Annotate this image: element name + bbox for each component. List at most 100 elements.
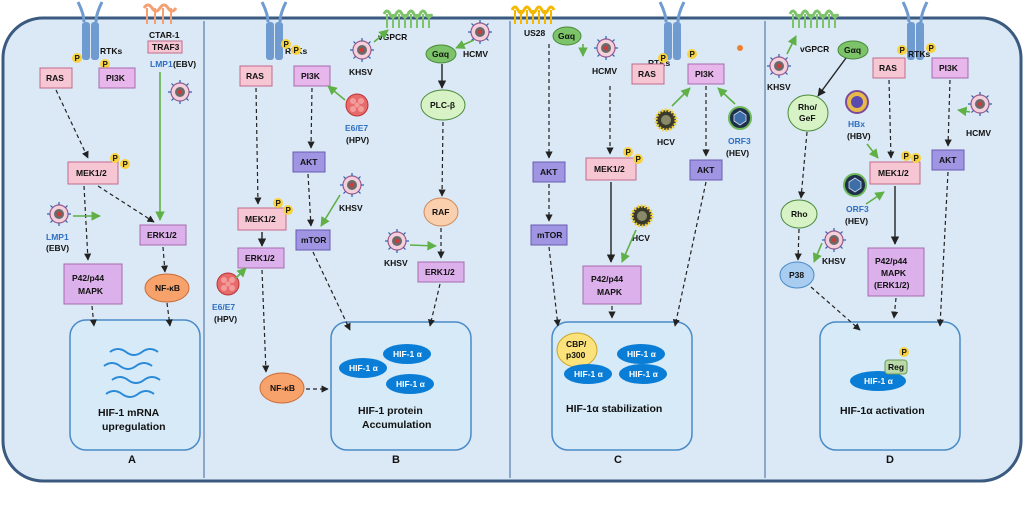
- svg-text:P: P: [914, 154, 920, 163]
- ctar1-label: CTAR-1: [149, 30, 180, 40]
- svg-text:NF-κB: NF-κB: [270, 383, 295, 393]
- traf3-box: [147, 40, 183, 54]
- svg-text:(HPV): (HPV): [346, 135, 369, 145]
- nfkb-node: [259, 372, 305, 404]
- akt-node: [532, 161, 566, 183]
- svg-text:HCV: HCV: [657, 137, 675, 147]
- svg-text:p300: p300: [566, 350, 586, 360]
- svg-text:HCV: HCV: [632, 233, 650, 243]
- nfkb-node: [144, 273, 190, 303]
- svg-text:RTKs: RTKs: [648, 58, 670, 68]
- cell-membrane: [1, 16, 1023, 483]
- gaq-node: [425, 44, 457, 64]
- rtk-receptor: [76, 1, 104, 60]
- svg-text:P: P: [900, 46, 906, 55]
- outcome-b-line2: Accumulation: [362, 419, 431, 431]
- panel-b: RTKs P P RAS PI3K KHSV vGPCR Gαq HCMV E6…: [212, 1, 493, 466]
- pi3k-node: [931, 57, 969, 79]
- svg-text:KHSV: KHSV: [349, 67, 373, 77]
- us28-receptor: [510, 5, 556, 24]
- pi3k-node: [293, 65, 331, 87]
- mapk-node: [867, 247, 925, 297]
- svg-text:P: P: [123, 160, 129, 169]
- rtk-receptor: [658, 1, 686, 60]
- pi3k-node: [687, 63, 725, 85]
- vgpcr-receptor: [382, 9, 434, 28]
- akt-right-node: [689, 159, 723, 181]
- svg-text:vGPCR: vGPCR: [800, 44, 829, 54]
- panel-c-letter: C: [614, 454, 622, 466]
- svg-text:P: P: [902, 348, 908, 357]
- svg-text:AKT: AKT: [300, 157, 318, 167]
- svg-text:ERK1/2: ERK1/2: [425, 267, 455, 277]
- outcome-a-line1: HIF-1 mRNA: [98, 407, 160, 419]
- nucleus-a: [69, 319, 201, 451]
- svg-text:ORF3: ORF3: [846, 204, 869, 214]
- svg-text:Gαq: Gαq: [844, 45, 861, 55]
- svg-text:RAS: RAS: [638, 69, 656, 79]
- svg-text:TRAF3: TRAF3: [152, 42, 180, 52]
- svg-text:P: P: [284, 40, 290, 49]
- svg-text:NF-κB: NF-κB: [155, 283, 180, 293]
- svg-text:(ERK1/2): (ERK1/2): [874, 280, 910, 290]
- svg-text:PI3K: PI3K: [301, 71, 321, 81]
- rho-gef-node: [787, 94, 829, 132]
- svg-text:P: P: [103, 60, 109, 69]
- svg-text:ORF3: ORF3: [728, 136, 751, 146]
- svg-text:MEK1/2: MEK1/2: [594, 164, 625, 174]
- svg-text:vGPCR: vGPCR: [378, 32, 407, 42]
- outcome-c: HIF-1α stabilization: [566, 403, 662, 415]
- svg-text:HCMV: HCMV: [463, 49, 488, 59]
- panel-a-letter: A: [128, 454, 136, 466]
- panel-c: US28 Gαq HCMV RTKs P P RAS PI3K HCV ORF3…: [510, 1, 752, 466]
- svg-text:(HEV): (HEV): [726, 148, 749, 158]
- hif1a-protein: [564, 364, 612, 384]
- hif1a-protein: [617, 344, 665, 364]
- erk-node: [139, 224, 187, 246]
- svg-text:CBP/: CBP/: [566, 339, 587, 349]
- svg-text:MAPK: MAPK: [78, 286, 104, 296]
- plc-node: [420, 89, 466, 121]
- svg-text:RAF: RAF: [432, 207, 449, 217]
- hif1a-protein: [386, 374, 434, 394]
- svg-text:P: P: [276, 199, 282, 208]
- ras-node: [39, 67, 73, 89]
- svg-text:(EBV): (EBV): [173, 59, 196, 69]
- rtk-receptor: [901, 1, 929, 60]
- svg-text:P: P: [690, 50, 696, 59]
- svg-text:HIF-1 α: HIF-1 α: [864, 376, 894, 386]
- svg-text:P: P: [75, 54, 81, 63]
- rtks-label: RTKs: [100, 46, 122, 56]
- svg-text:Gαq: Gαq: [558, 31, 575, 41]
- outcome-b-line1: HIF-1 protein: [358, 405, 423, 417]
- svg-text:MEK1/2: MEK1/2: [878, 168, 909, 178]
- panel-d-letter: D: [886, 454, 894, 466]
- ras-node: [631, 63, 665, 85]
- svg-text:US28: US28: [524, 28, 546, 38]
- rho-node: [780, 199, 818, 229]
- pi3k-node: [98, 67, 136, 89]
- svg-text:AKT: AKT: [540, 167, 558, 177]
- mtor-node: [295, 229, 331, 251]
- svg-text:RAS: RAS: [46, 73, 64, 83]
- reg-domain: [884, 359, 908, 375]
- gaq-node: [552, 26, 582, 46]
- svg-text:AKT: AKT: [939, 155, 957, 165]
- rtk-receptor: [260, 1, 288, 60]
- svg-text:P: P: [626, 148, 632, 157]
- svg-text:HCMV: HCMV: [966, 128, 991, 138]
- erk-node: [237, 247, 285, 269]
- svg-text:(EBV): (EBV): [46, 243, 69, 253]
- svg-text:KHSV: KHSV: [339, 203, 363, 213]
- svg-text:HIF-1 α: HIF-1 α: [349, 363, 379, 373]
- svg-text:HCMV: HCMV: [592, 66, 617, 76]
- ras-node: [239, 65, 273, 87]
- lmp1-top-label: LMP1: [150, 59, 173, 69]
- svg-text:KHSV: KHSV: [767, 82, 791, 92]
- outcome-a-line2: upregulation: [102, 421, 166, 433]
- svg-text:PI3K: PI3K: [106, 73, 126, 83]
- svg-text:MEK1/2: MEK1/2: [76, 168, 107, 178]
- outcome-d: HIF-1α activation: [840, 405, 925, 417]
- svg-text:mTOR: mTOR: [301, 235, 326, 245]
